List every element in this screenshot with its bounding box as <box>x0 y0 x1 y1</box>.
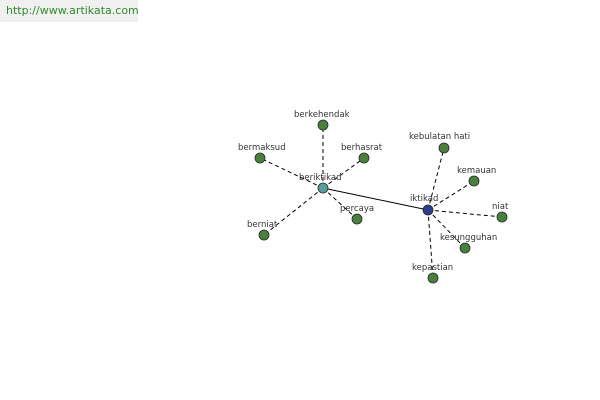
node-label-kesungguhan[interactable]: kesungguhan <box>440 233 497 243</box>
node-kepastian[interactable] <box>427 272 439 284</box>
edges-layer <box>259 125 503 279</box>
nodes-layer <box>254 119 508 284</box>
labels-layer: berkehendak bermaksud berhasrat berniat perc… <box>238 110 509 273</box>
node-beriktikad[interactable] <box>317 182 329 194</box>
edge-beriktikad-berhasrat <box>322 157 365 189</box>
node-berkehendak[interactable] <box>317 119 329 131</box>
node-kemauan[interactable] <box>468 175 480 187</box>
node-percaya[interactable] <box>351 213 363 225</box>
source-banner: http://www.artikata.com <box>0 0 139 22</box>
edge-iktikad-kepastian <box>427 209 434 279</box>
node-label-percaya[interactable]: percaya <box>340 204 374 214</box>
node-kesungguhan[interactable] <box>459 242 471 254</box>
node-bermaksud[interactable] <box>254 152 266 164</box>
edge-beriktikad-bermaksud <box>259 157 324 189</box>
node-berhasrat[interactable] <box>358 152 370 164</box>
node-label-berhasrat[interactable]: berhasrat <box>341 143 383 153</box>
edge-beriktikad-percaya <box>322 187 358 220</box>
edge-iktikad-niat <box>427 209 503 218</box>
node-niat[interactable] <box>496 211 508 223</box>
node-label-kepastian[interactable]: kepastian <box>412 263 453 273</box>
node-label-bermaksud[interactable]: bermaksud <box>238 143 286 153</box>
node-kebulatan-hati[interactable] <box>438 142 450 154</box>
node-iktikad[interactable] <box>422 204 434 216</box>
node-label-beriktikad[interactable]: beriktikad <box>299 173 341 183</box>
edge-iktikad-kemauan <box>427 180 475 211</box>
edge-iktikad-kebulatan-hati <box>427 147 445 211</box>
node-label-kemauan[interactable]: kemauan <box>457 166 496 176</box>
edge-beriktikad-berniat <box>263 187 324 236</box>
node-berniat[interactable] <box>258 229 270 241</box>
node-label-iktikad[interactable]: iktikad <box>410 194 438 204</box>
edge-iktikad-kesungguhan <box>427 209 466 249</box>
edge-beriktikad-iktikad <box>322 187 429 211</box>
node-label-niat[interactable]: niat <box>492 202 509 212</box>
node-label-berniat[interactable]: berniat <box>247 220 278 230</box>
source-url-link[interactable]: http://www.artikata.com <box>6 4 139 17</box>
node-label-berkehendak[interactable]: berkehendak <box>294 110 350 120</box>
node-label-kebulatan-hati[interactable]: kebulatan hati <box>409 132 470 142</box>
